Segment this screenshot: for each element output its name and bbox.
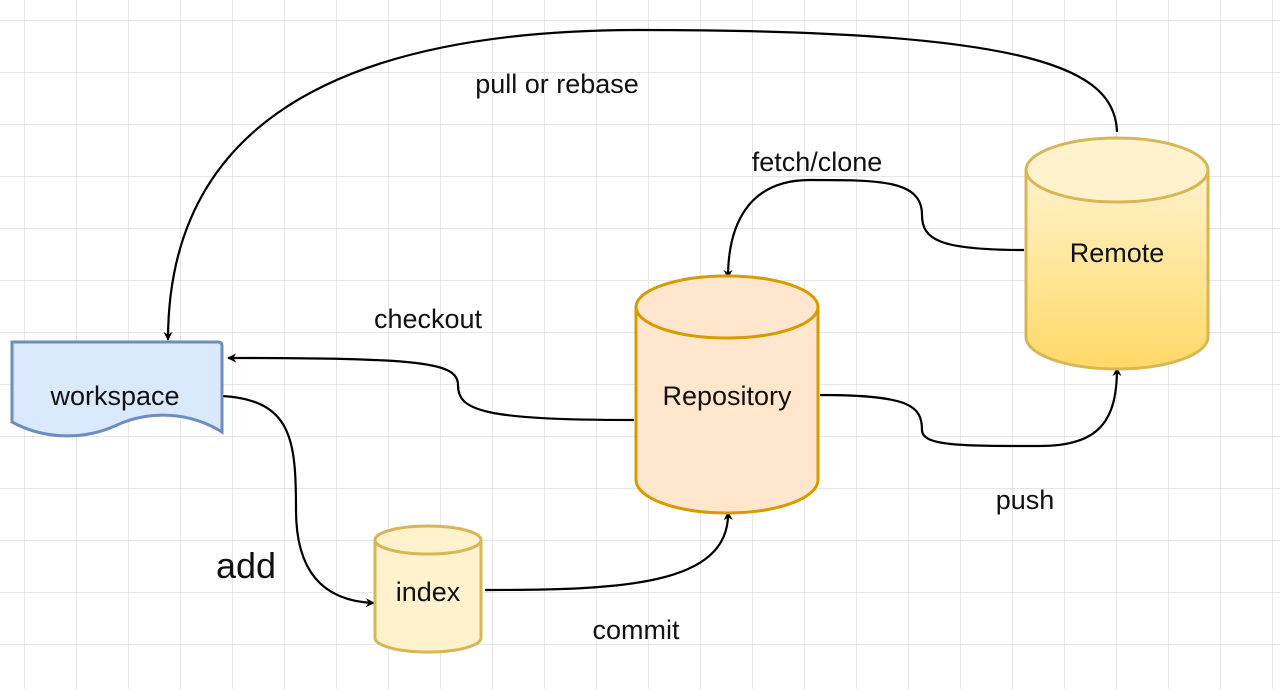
remote-cylinder-body: [1024, 170, 1210, 371]
index-label: index: [396, 577, 461, 607]
edge-pull: [163, 28, 1119, 341]
edge-add: [221, 394, 375, 608]
index-node: index: [373, 524, 483, 654]
edge-commit: [484, 511, 733, 592]
remote-label: Remote: [1070, 238, 1165, 268]
edge-commit-label: commit: [593, 615, 680, 645]
edge-checkout-label: checkout: [374, 304, 483, 334]
repository-node: Repository: [634, 274, 820, 515]
workspace-node: workspace: [10, 340, 224, 438]
workspace-label: workspace: [49, 381, 179, 411]
edge-push: [819, 367, 1122, 448]
repository-label: Repository: [662, 381, 792, 411]
edges: [163, 28, 1122, 608]
workspace-shape: [10, 340, 224, 438]
edge-fetch-label: fetch/clone: [752, 147, 883, 177]
index-cylinder-top: [373, 524, 483, 556]
edge-pull-label: pull or rebase: [475, 69, 639, 99]
edge-checkout: [227, 353, 635, 422]
repository-cylinder-top: [634, 274, 820, 340]
edge-fetch: [723, 178, 1025, 279]
edge-push-label: push: [996, 485, 1055, 515]
index-cylinder-body: [373, 540, 483, 654]
edge-labels: pull or rebase fetch/clone checkout add …: [216, 69, 1054, 645]
repository-cylinder-body: [634, 307, 820, 515]
edge-add-label: add: [216, 545, 276, 586]
remote-node: Remote: [1024, 136, 1210, 371]
remote-cylinder-top: [1024, 136, 1210, 204]
